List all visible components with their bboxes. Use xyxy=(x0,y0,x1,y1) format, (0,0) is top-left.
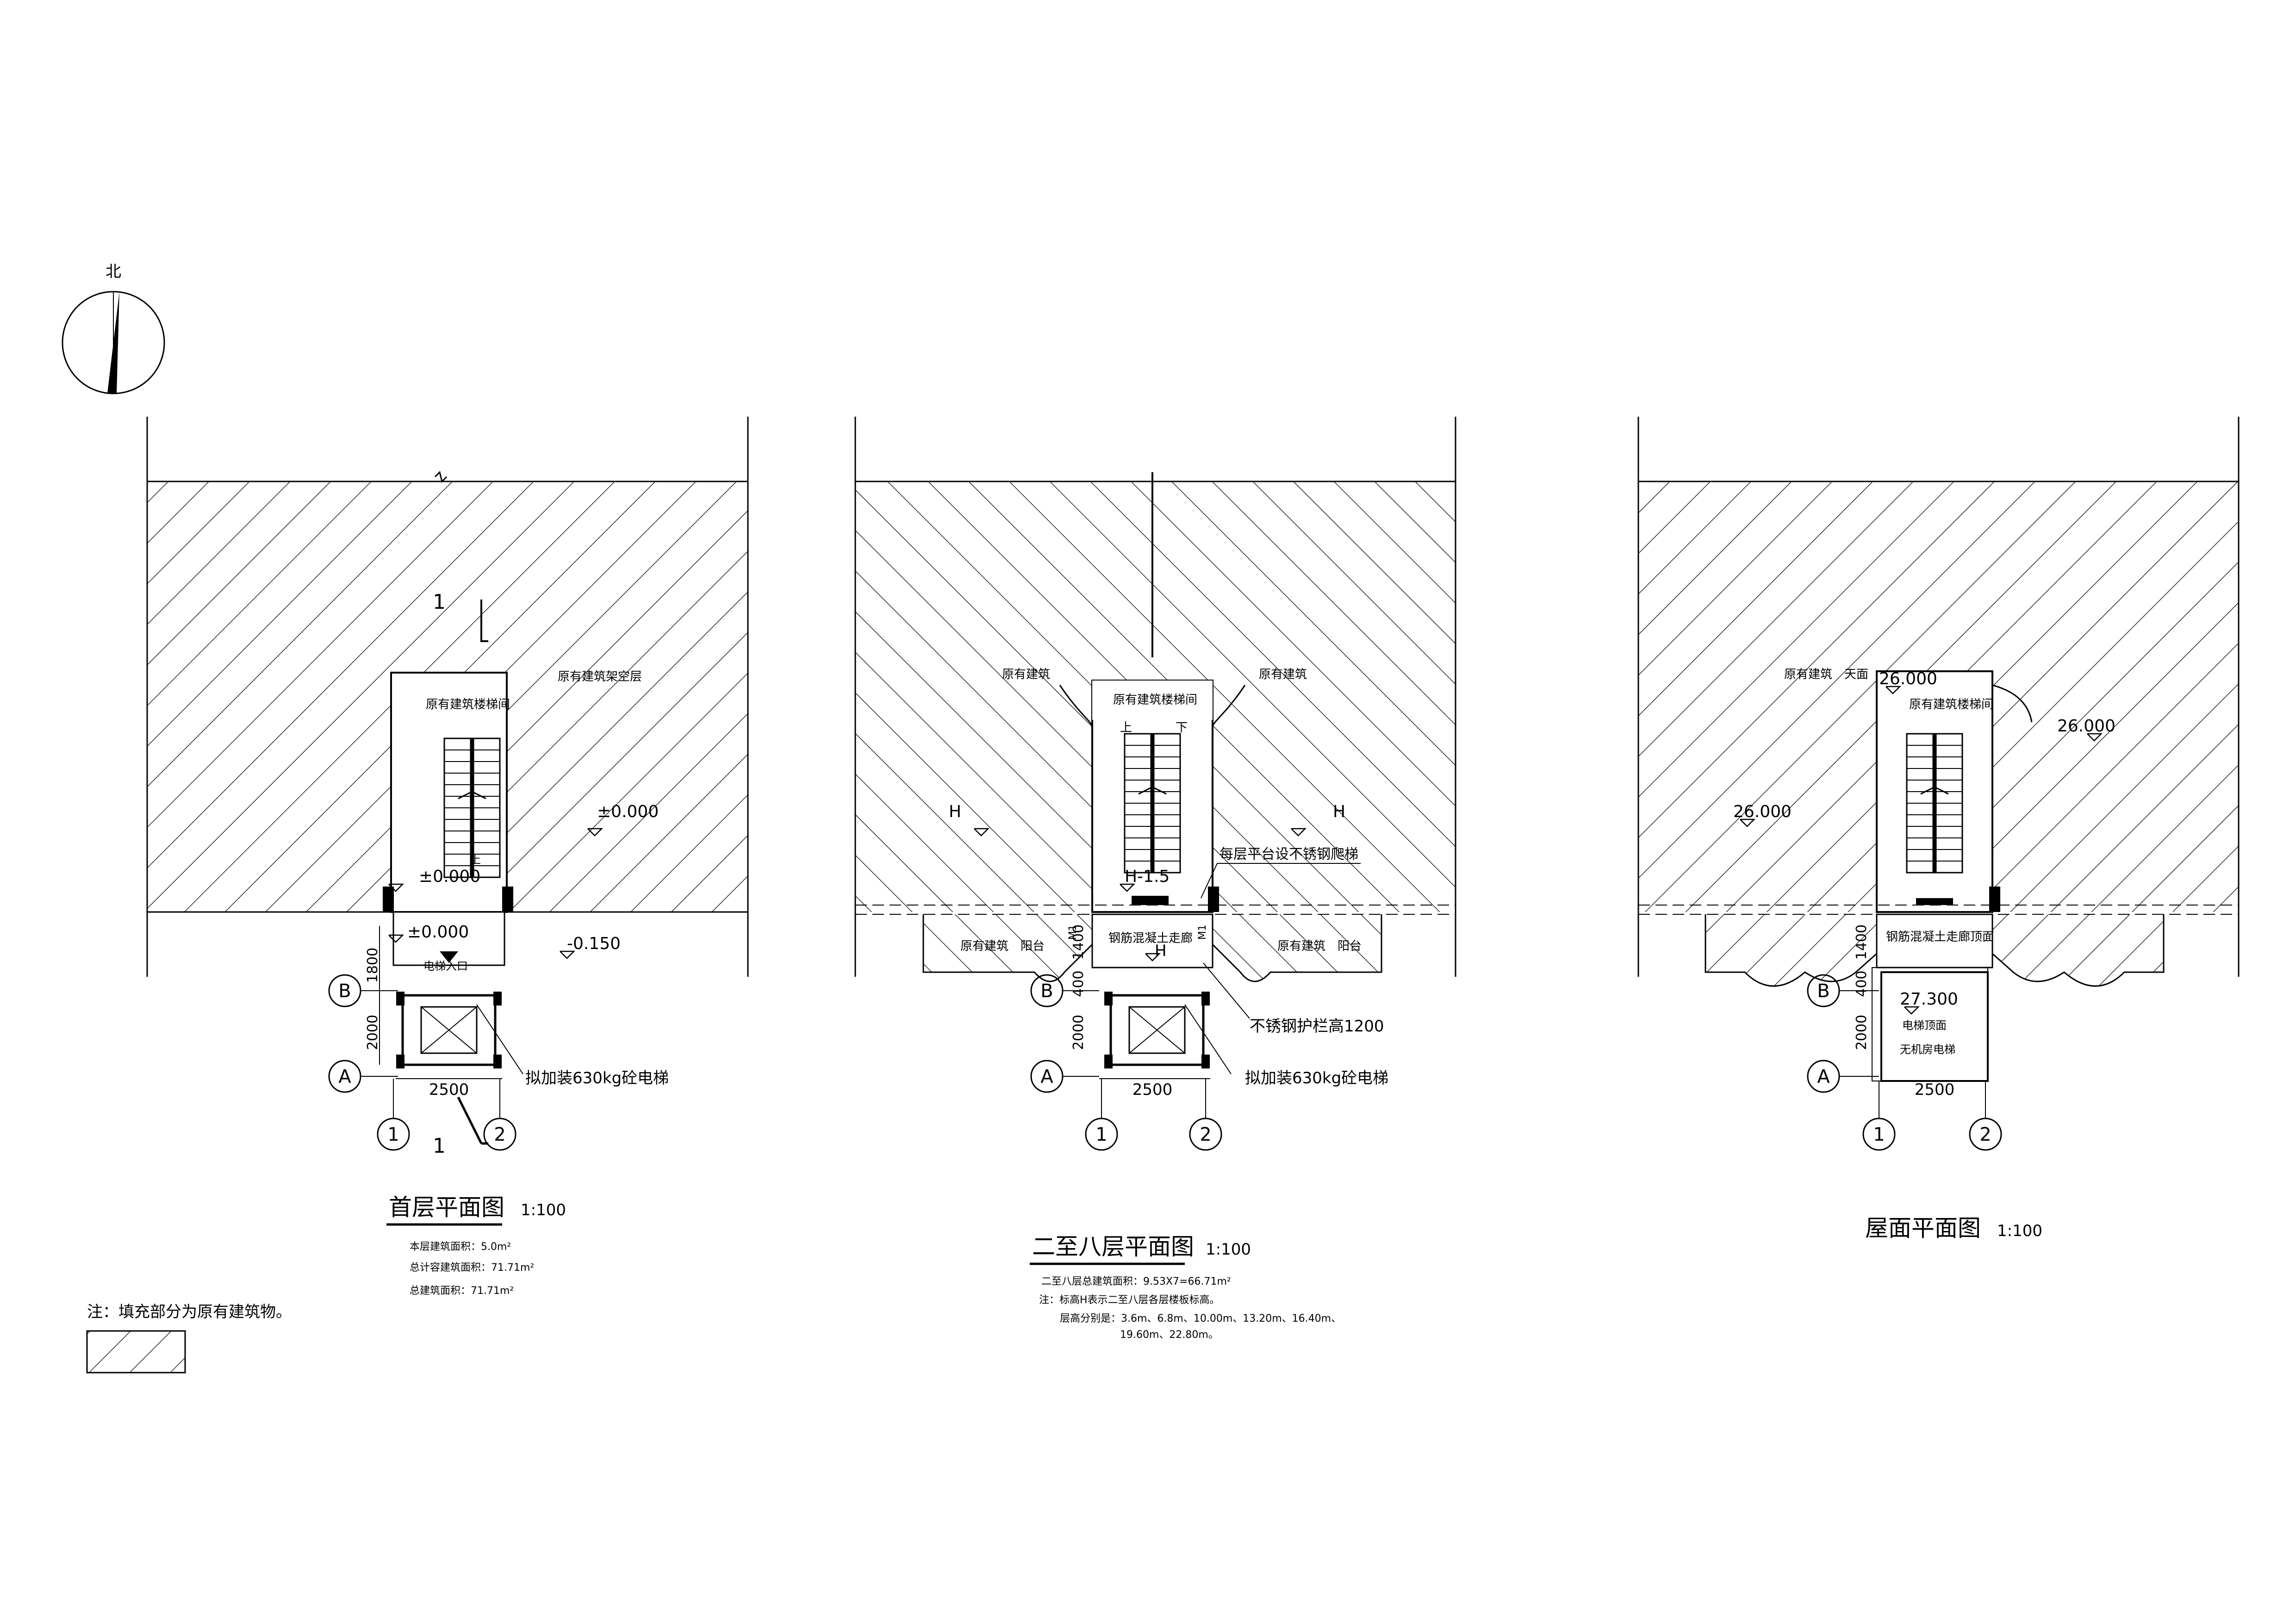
dim-label: 2000 xyxy=(1070,1015,1087,1050)
ladder-label: 每层平台设不锈钢爬梯 xyxy=(1220,846,1358,862)
level-label: H-1.5 xyxy=(1125,867,1170,886)
stair-label: 原有建筑楼梯间 xyxy=(1909,698,1993,712)
axis-label: 2 xyxy=(1200,1124,1211,1145)
level-label: 26.000 xyxy=(1879,669,1937,688)
roof-label: 原有建筑 天面 xyxy=(1784,668,1868,681)
plan-note: 本层建筑面积：5.0m² xyxy=(410,1241,511,1253)
hatch-label: 原有建筑架空层 xyxy=(558,670,642,684)
up-label: 上 xyxy=(1120,721,1132,735)
plan-title: 屋面平面图 xyxy=(1865,1215,1981,1242)
axis-label: A xyxy=(1040,1066,1053,1087)
plan-note: 19.60m、22.80m。 xyxy=(1120,1329,1219,1341)
axis-bubble-b xyxy=(1807,974,1879,1007)
axis-label: 1 xyxy=(1095,1124,1107,1145)
plan-scale: 1:100 xyxy=(1997,1222,2042,1240)
dim-label: 2000 xyxy=(365,1015,381,1050)
down-label: 下 xyxy=(1176,721,1188,735)
entry-label: 电梯入口 xyxy=(423,960,468,973)
axis-bubble-b xyxy=(328,974,398,1007)
north-label: 北 xyxy=(106,262,121,281)
elevator-label: 拟加装630kg砼电梯 xyxy=(1245,1069,1388,1087)
level-label: ±0.000 xyxy=(419,867,480,886)
axis-bubble-2 xyxy=(483,1079,516,1151)
legend-note: 注：填充部分为原有建筑物。 xyxy=(87,1303,292,1321)
level-label: 26.000 xyxy=(1733,802,1792,821)
corridor-label: 钢筋混凝土走廊 xyxy=(1108,931,1193,945)
dim-label: 2500 xyxy=(1915,1081,1955,1099)
axis-bubble-1 xyxy=(1085,1079,1118,1151)
level-label: -0.150 xyxy=(567,934,621,953)
level-label: H xyxy=(1155,942,1167,960)
level-label: ±0.000 xyxy=(597,802,659,821)
axis-bubble-a xyxy=(328,1060,398,1093)
elevator-roof-label: 电梯顶面 xyxy=(1902,1019,1947,1032)
building-label: 原有建筑 xyxy=(1002,668,1050,681)
axis-bubble-2 xyxy=(1969,1081,2002,1151)
typical-floor-plan xyxy=(854,417,1456,1079)
level-label: 27.300 xyxy=(1900,990,1958,1009)
dim-label: 2500 xyxy=(429,1081,469,1099)
stairwell xyxy=(390,672,508,913)
axis-bubble-a xyxy=(1807,1060,1879,1093)
north-arrow-icon xyxy=(62,291,165,394)
dim-label: 1400 xyxy=(1070,924,1087,960)
level-label: H xyxy=(1333,802,1345,821)
axis-label: A xyxy=(1817,1066,1830,1087)
corridor-roof-label: 钢筋混凝土走廊顶面 xyxy=(1886,930,1994,944)
section-mark: 1 xyxy=(433,1134,446,1158)
plan-note: 层高分别是：3.6m、6.8m、10.00m、13.20m、16.40m、 xyxy=(1060,1313,1341,1324)
plan-title: 首层平面图 xyxy=(389,1194,504,1221)
plan-scale: 1:100 xyxy=(1206,1240,1251,1259)
door-tag: M1 xyxy=(1197,924,1208,940)
section-mark: 1 xyxy=(433,590,446,614)
mrl-label: 无机房电梯 xyxy=(1900,1043,1955,1056)
stair-label: 原有建筑楼梯间 xyxy=(426,698,510,712)
dim-label: 1400 xyxy=(1854,924,1870,960)
axis-label: 1 xyxy=(1873,1124,1885,1145)
axis-label: 2 xyxy=(494,1124,505,1145)
plan-title: 二至八层平面图 xyxy=(1032,1233,1194,1260)
plan-note: 总建筑面积：71.71m² xyxy=(410,1285,514,1297)
building-label: 原有建筑 xyxy=(1259,668,1307,681)
roof-plan xyxy=(1637,417,2240,1082)
railing-label: 不锈钢护栏高1200 xyxy=(1250,1017,1384,1036)
plan-note: 二至八层总建筑面积：9.53X7=66.71m² xyxy=(1041,1276,1231,1287)
axis-bubble-1 xyxy=(1862,1081,1896,1151)
axis-bubble-1 xyxy=(377,1079,410,1151)
level-label: H xyxy=(949,802,961,821)
axis-label: B xyxy=(338,981,351,1002)
axis-label: 1 xyxy=(387,1124,399,1145)
axis-label: A xyxy=(338,1066,351,1087)
axis-bubble-2 xyxy=(1189,1079,1222,1151)
dim-label: 1800 xyxy=(365,948,381,983)
elevator-label: 拟加装630kg砼电梯 xyxy=(525,1069,669,1087)
dim-label: 2500 xyxy=(1132,1081,1173,1099)
up-label: 上 xyxy=(470,853,481,866)
axis-bubble-b xyxy=(1030,974,1099,1007)
ground-floor-plan xyxy=(146,417,749,1145)
axis-label: B xyxy=(1040,981,1053,1002)
axis-label: 2 xyxy=(1979,1124,1991,1145)
plan-scale: 1:100 xyxy=(521,1201,566,1219)
axis-bubble-a xyxy=(1030,1060,1099,1093)
dim-label: 400 xyxy=(1854,970,1870,997)
plan-note: 总计容建筑面积：71.71m² xyxy=(410,1262,534,1274)
legend-hatch-swatch xyxy=(86,1330,186,1374)
balcony-label: 原有建筑 阳台 xyxy=(1277,939,1362,953)
level-label: ±0.000 xyxy=(407,923,469,942)
balcony-label: 原有建筑 阳台 xyxy=(960,939,1045,953)
stair-label: 原有建筑楼梯间 xyxy=(1113,693,1197,707)
axis-label: B xyxy=(1817,981,1829,1002)
door-tag: M1 xyxy=(1067,924,1079,940)
plan-note: 注：标高H表示二至八层各层楼板标高。 xyxy=(1039,1294,1220,1306)
level-label: 26.000 xyxy=(2057,717,2116,736)
dim-label: 2000 xyxy=(1854,1015,1870,1050)
dim-label: 400 xyxy=(1070,970,1087,997)
